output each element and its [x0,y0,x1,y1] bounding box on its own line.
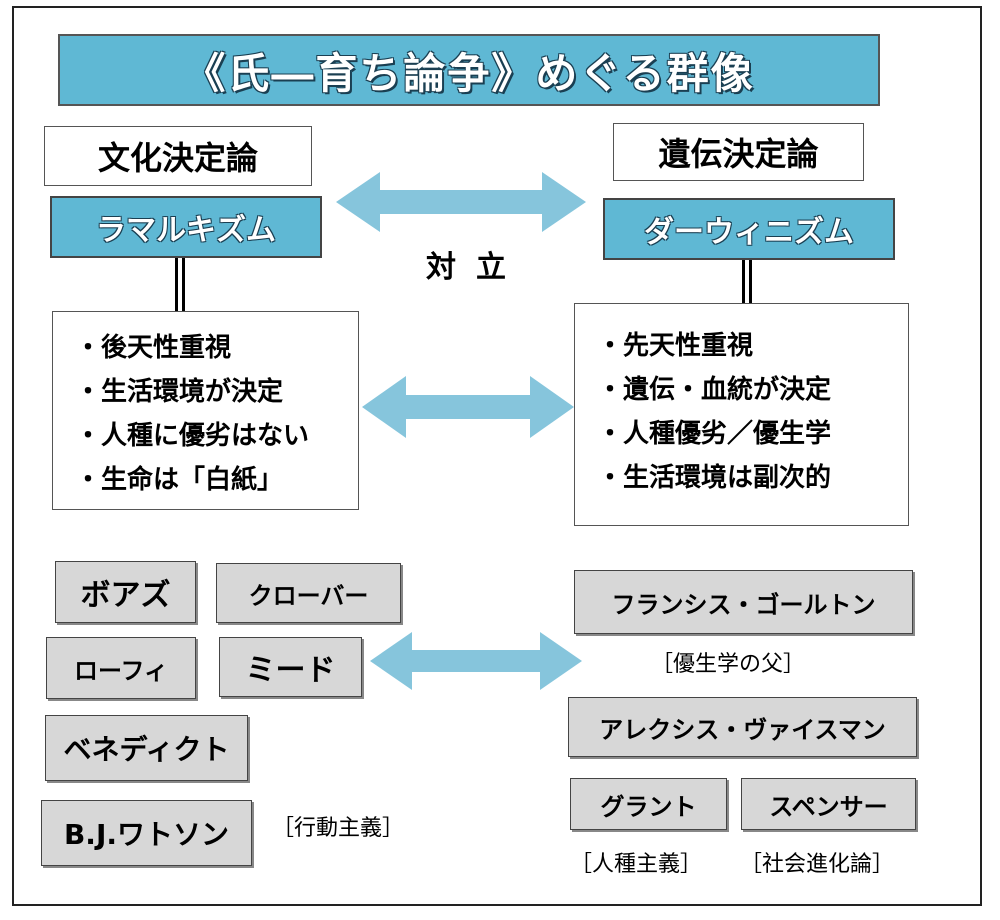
person-boas: ボアズ [55,561,196,623]
person-watson: B.J.ワトソン [41,800,252,866]
right-point: ・先天性重視 [597,331,754,361]
left-heading: 文化決定論 [44,126,312,186]
right-heading: 遺伝決定論 [613,123,864,181]
person-kroeber: クローバー [216,563,401,623]
opposition-label: 対立 [426,250,526,285]
person-mead: ミード [219,637,362,697]
note-social-evolution: ［社会進化論］ [740,852,895,877]
left-point: ・生命は「白紙」 [75,465,284,495]
page-title: 《氏―育ち論争》めぐる群像 [183,48,755,98]
person-lowie: ローフィ [46,637,196,699]
person-grant: グラント [570,778,727,830]
left-point: ・後天性重視 [75,333,232,363]
outer-frame [12,6,982,906]
left-point: ・人種に優劣はない [75,421,310,451]
left-point: ・生活環境が決定 [75,377,284,407]
right-point: ・人種優劣／優生学 [597,419,832,449]
person-spencer: スペンサー [741,778,916,830]
double-headed-arrow-icon [336,172,586,232]
note-racism: ［人種主義］ [570,852,703,877]
right-point: ・生活環境は副次的 [597,463,832,493]
right-ism-box: ダーウィニズム [603,198,895,260]
right-points-box: ・先天性重視 ・遺伝・血統が決定 ・人種優劣／優生学 ・生活環境は副次的 [574,303,909,526]
note-eugenics-father: ［優生学の父］ [651,652,806,677]
left-points-box: ・後天性重視 ・生活環境が決定 ・人種に優劣はない ・生命は「白紙」 [52,311,359,510]
right-connector [742,260,752,304]
person-galton: フランシス・ゴールトン [574,570,913,634]
left-connector [175,258,185,312]
note-behaviorism: ［行動主義］ [272,816,405,841]
title-banner: 《氏―育ち論争》めぐる群像 [58,34,880,106]
person-benedict: ベネディクト [45,715,248,781]
right-point: ・遺伝・血統が決定 [597,375,832,405]
double-headed-arrow-icon [362,376,574,438]
left-ism-box: ラマルキズム [50,196,322,258]
double-headed-arrow-icon [370,632,582,690]
person-weismann: アレクシス・ヴァイスマン [568,697,917,757]
